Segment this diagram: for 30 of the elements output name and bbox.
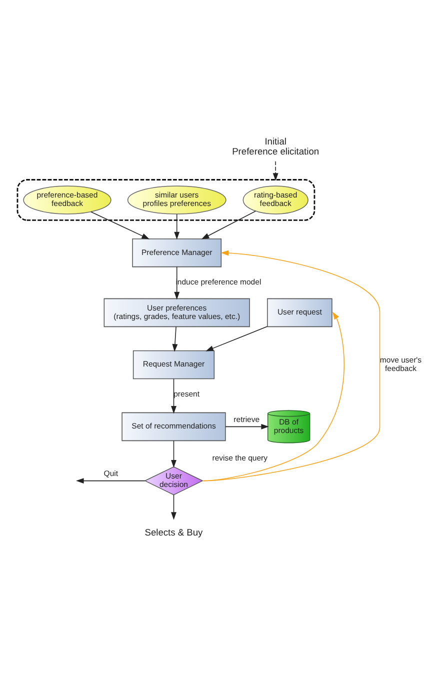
node-box: User request: [267, 298, 332, 328]
arrow: [90, 212, 150, 240]
edge-label: retrieve: [234, 415, 260, 424]
arrow: [225, 424, 269, 430]
node-ellipse: similar users profiles preferences: [127, 186, 226, 214]
node-ellipse: preference-based feedback: [23, 186, 112, 214]
arrow: [201, 210, 256, 240]
arrow: [202, 250, 380, 482]
node-text: Initial Preference elicitation: [232, 136, 320, 157]
edge-label: revise the query: [212, 454, 268, 463]
arrow: [171, 440, 176, 468]
arrow: [206, 326, 268, 352]
cluster: [16, 179, 316, 221]
edge-label: Quit: [104, 469, 118, 478]
arrow: [76, 478, 146, 484]
arrow: [272, 160, 278, 181]
node-box: Request Manager: [132, 350, 215, 380]
node-text: Selects & Buy: [144, 527, 203, 538]
edge-label: move user's feedback: [380, 355, 422, 373]
node-box: Set of recommendations: [122, 412, 226, 442]
node-box: Preference Manager: [132, 238, 222, 268]
edge-label: present: [174, 390, 200, 399]
arrow: [171, 494, 176, 520]
node-diamond: User decision: [144, 466, 204, 496]
arrow: [202, 312, 344, 482]
arrow: [172, 326, 178, 352]
arrow: [174, 214, 180, 240]
arrow: [171, 378, 176, 414]
node-ellipse: rating-based feedback: [242, 186, 308, 214]
node-box: User preferences (ratings, grades, feature values, etc.): [104, 298, 250, 328]
